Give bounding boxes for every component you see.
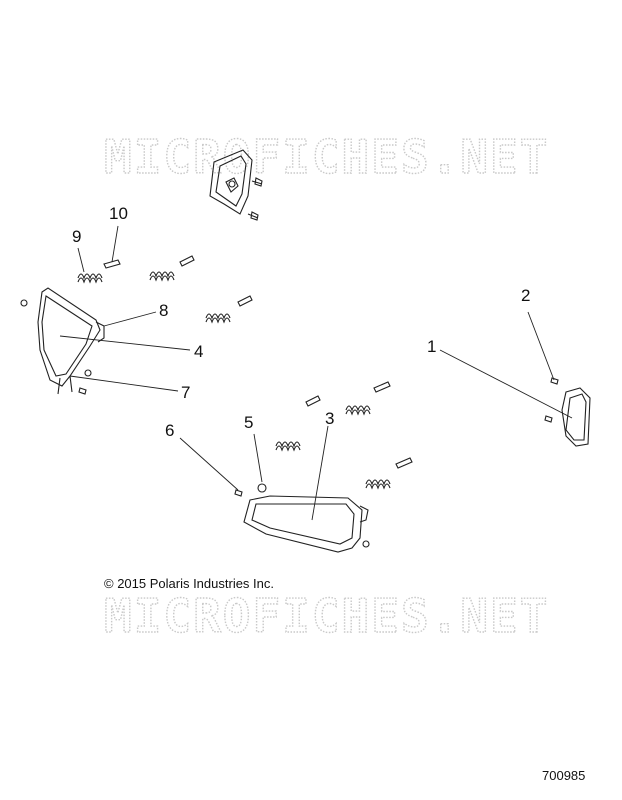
callout-1: 1 xyxy=(427,337,436,356)
leader-2 xyxy=(527,311,555,381)
bolt-left-part xyxy=(20,299,92,395)
screw-lower-2 xyxy=(373,381,391,393)
leader-9 xyxy=(77,247,85,273)
light-right-part xyxy=(544,377,591,447)
screw-mid-1 xyxy=(179,255,195,267)
screw-10 xyxy=(103,259,121,269)
watermark-top: MICROFICHES.NET xyxy=(104,130,549,184)
spring-lower-2 xyxy=(345,405,371,416)
spring-lower-3 xyxy=(365,479,391,490)
leader-3 xyxy=(311,425,329,521)
leader-10 xyxy=(111,225,119,263)
spring-9 xyxy=(77,273,103,284)
copyright-text: © 2015 Polaris Industries Inc. xyxy=(104,576,274,591)
leader-5 xyxy=(253,433,263,483)
callout-8: 8 xyxy=(159,301,168,320)
leader-7 xyxy=(69,375,179,392)
callout-9: 9 xyxy=(72,227,81,246)
callout-4: 4 xyxy=(194,342,203,361)
callout-10: 10 xyxy=(109,204,128,223)
spring-8 xyxy=(205,313,231,324)
document-number: 700985 xyxy=(542,768,586,783)
spring-mid-1 xyxy=(149,271,175,282)
callout-5: 5 xyxy=(244,413,253,432)
leader-1 xyxy=(439,349,573,419)
watermark-bottom: MICROFICHES.NET xyxy=(104,589,549,643)
leader-4 xyxy=(59,335,191,351)
callout-7: 7 xyxy=(181,383,190,402)
callout-2: 2 xyxy=(521,286,530,305)
screw-lower-1 xyxy=(305,395,321,407)
screw-mid-2 xyxy=(237,295,253,307)
spring-lower-1 xyxy=(275,441,301,452)
headlight-bottom-part xyxy=(234,483,370,553)
screw-lower-3 xyxy=(395,457,413,469)
top-bracket-part xyxy=(209,149,263,221)
leader-8 xyxy=(103,311,157,327)
callout-3: 3 xyxy=(325,409,334,428)
headlight-left-part xyxy=(37,287,105,395)
leader-6 xyxy=(179,437,239,491)
callout-6: 6 xyxy=(165,421,174,440)
